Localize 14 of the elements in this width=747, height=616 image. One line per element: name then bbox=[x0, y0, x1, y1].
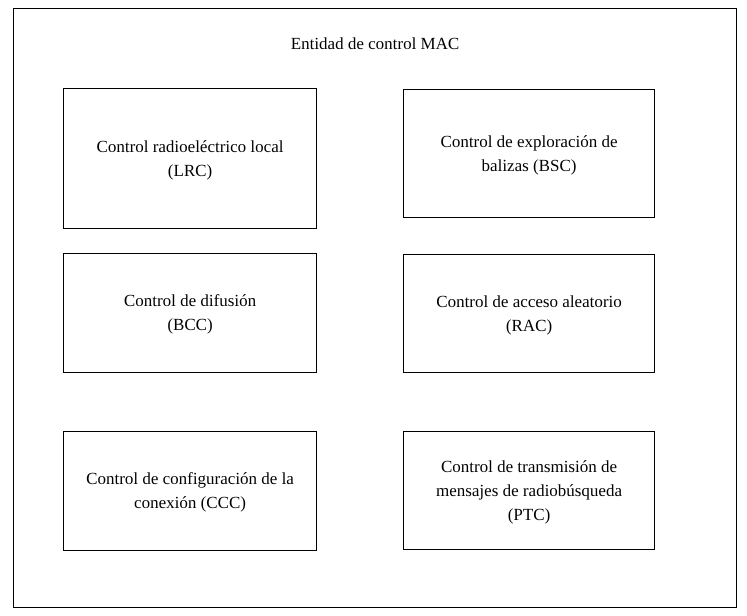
process-box bbox=[63, 253, 317, 373]
container-box bbox=[13, 8, 737, 608]
process-box bbox=[63, 431, 317, 551]
container-title: Entidad de control MAC bbox=[290, 33, 460, 55]
box-label: Control radioeléctrico local (LRC) bbox=[96, 136, 284, 182]
box-label: Control de configuración de la conexión (CCC) bbox=[85, 468, 295, 514]
box-label: Control de exploración de balizas (BSC) bbox=[439, 130, 619, 176]
process-box bbox=[403, 254, 655, 373]
box-label: Control de transmisión de mensajes de radiobúsqueda (PTC) bbox=[435, 456, 623, 526]
process-box bbox=[403, 431, 655, 550]
process-box bbox=[63, 88, 317, 229]
box-label: Control de difusión (BCC) bbox=[122, 290, 258, 336]
process-box bbox=[403, 89, 655, 218]
box-label: Control de acceso aleatorio (RAC) bbox=[435, 290, 623, 336]
